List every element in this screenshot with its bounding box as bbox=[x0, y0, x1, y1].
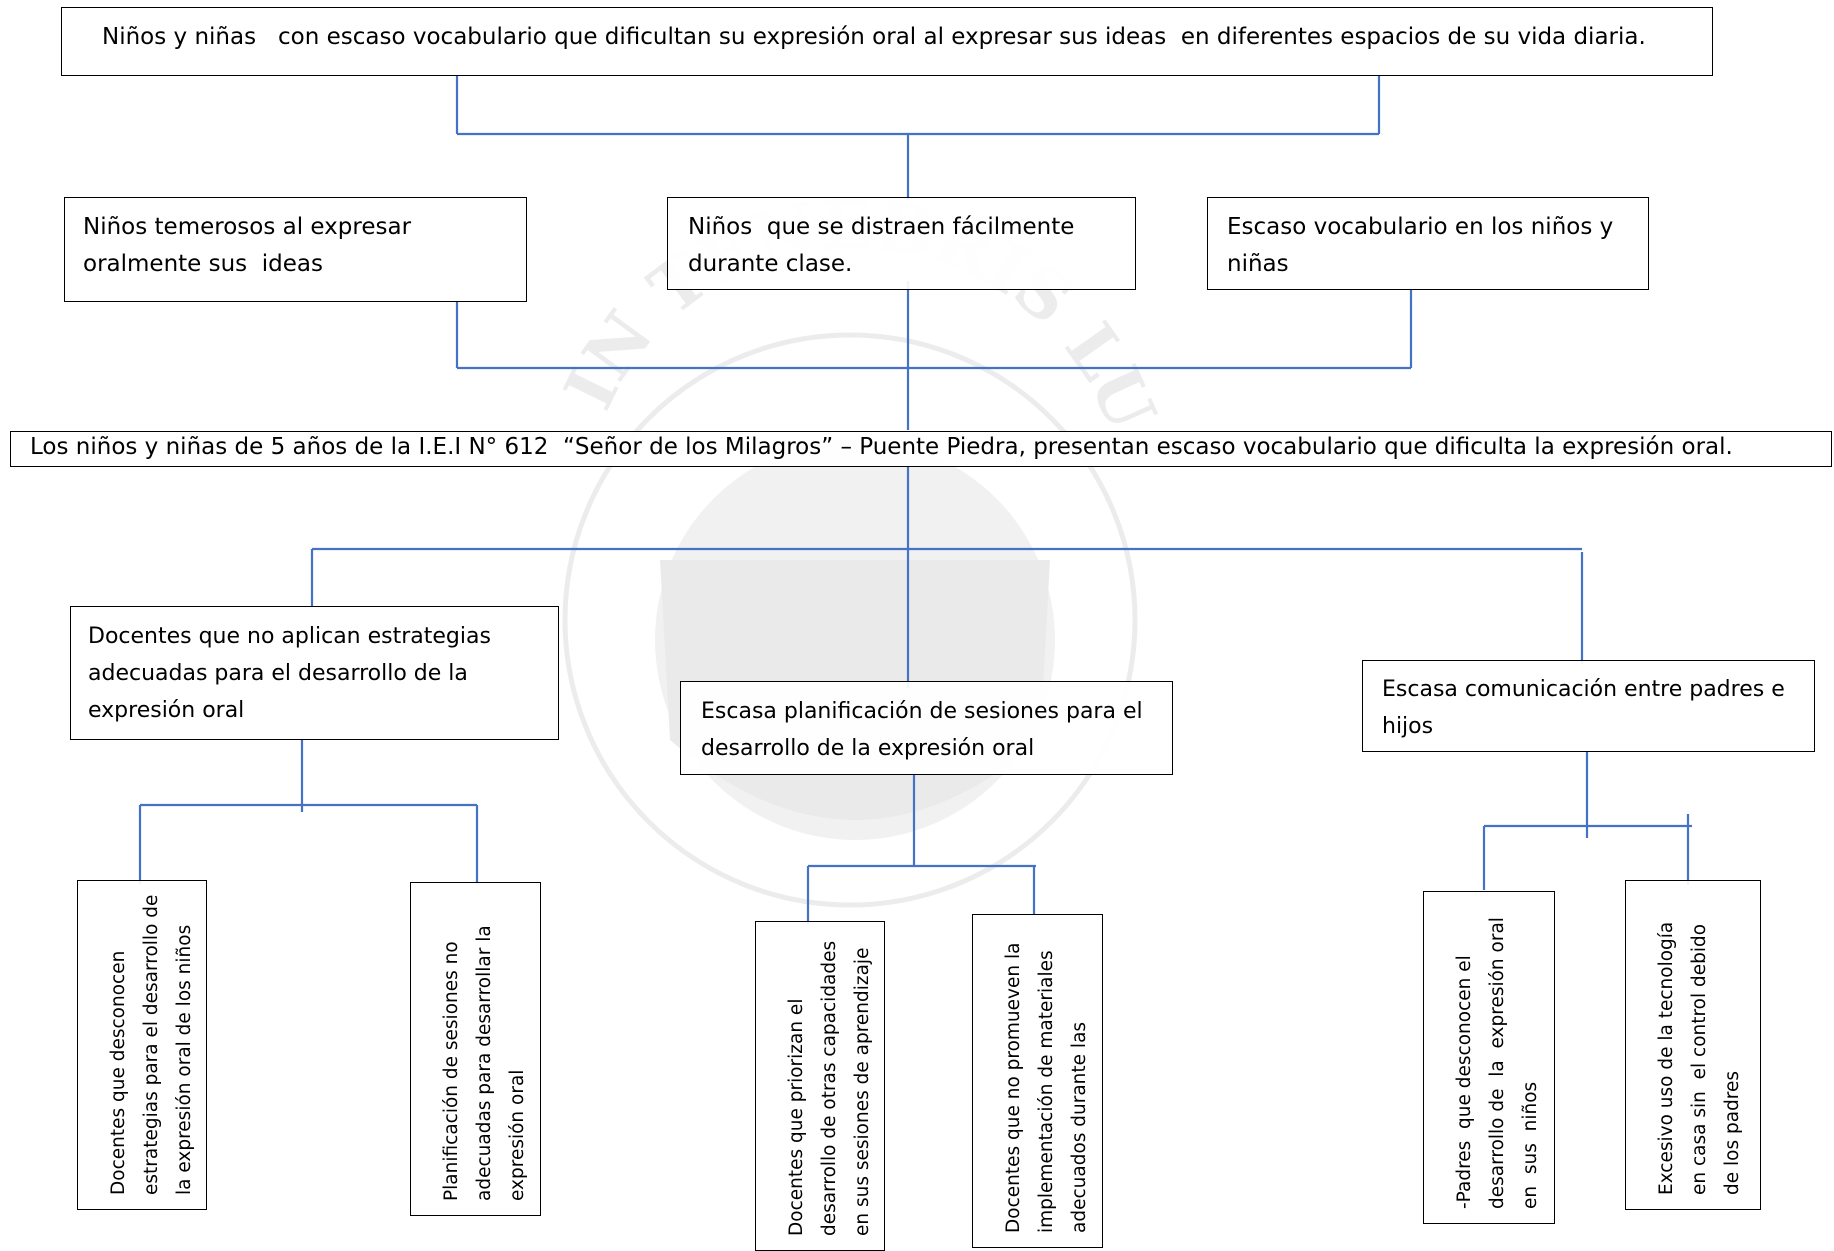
central-problem-box: Los niños y niñas de 5 años de la I.E.I … bbox=[10, 431, 1832, 467]
effect-box-3: Escaso vocabulario en los niños y niñas bbox=[1207, 197, 1649, 290]
effect-box-1: Niños temerosos al expresar oralmente su… bbox=[64, 197, 527, 302]
effect-text-3: Escaso vocabulario en los niños y niñas bbox=[1227, 214, 1621, 277]
central-problem-text: Los niños y niñas de 5 años de la I.E.I … bbox=[30, 434, 1733, 460]
subcause-box-3: Docentes que priorizan el desarrollo de … bbox=[755, 921, 885, 1251]
subcause-text-3: Docentes que priorizan el desarrollo de … bbox=[786, 940, 873, 1236]
cause-box-1: Docentes que no aplican estrategias adec… bbox=[70, 606, 559, 740]
cause-box-3: Escasa comunicación entre padres e hijos bbox=[1362, 660, 1815, 752]
subcause-text-6: Excesivo uso de la tecnología en casa si… bbox=[1656, 921, 1743, 1195]
effect-text-2: Niños que se distraen fácilmente durante… bbox=[688, 214, 1075, 277]
subcause-text-1: Docentes que desconocen estrategias para… bbox=[108, 894, 195, 1195]
main-effect-text: Niños y niñas con escaso vocabulario que… bbox=[102, 24, 1646, 50]
cause-box-2: Escasa planificación de sesiones para el… bbox=[680, 681, 1173, 775]
cause-text-2: Escasa planificación de sesiones para el… bbox=[701, 699, 1143, 761]
subcause-box-6: Excesivo uso de la tecnología en casa si… bbox=[1625, 880, 1761, 1210]
subcause-text-4: Docentes que no promueven la implementac… bbox=[1003, 942, 1090, 1233]
cause-text-3: Escasa comunicación entre padres e hijos bbox=[1382, 677, 1785, 739]
subcause-box-2: Planificación de sesiones no adecuadas p… bbox=[410, 882, 541, 1216]
subcause-box-1: Docentes que desconocen estrategias para… bbox=[77, 880, 207, 1210]
subcause-box-4: Docentes que no promueven la implementac… bbox=[972, 914, 1103, 1248]
subcause-text-5: -Padres que desconocen el desarrollo de … bbox=[1454, 917, 1541, 1209]
effect-box-2: Niños que se distraen fácilmente durante… bbox=[667, 197, 1136, 290]
subcause-text-2: Planificación de sesiones no adecuadas p… bbox=[441, 925, 528, 1201]
cause-text-1: Docentes que no aplican estrategias adec… bbox=[88, 624, 491, 723]
effect-text-1: Niños temerosos al expresar oralmente su… bbox=[83, 214, 412, 277]
subcause-box-5: -Padres que desconocen el desarrollo de … bbox=[1423, 891, 1555, 1224]
main-effect-box: Niños y niñas con escaso vocabulario que… bbox=[61, 7, 1713, 76]
